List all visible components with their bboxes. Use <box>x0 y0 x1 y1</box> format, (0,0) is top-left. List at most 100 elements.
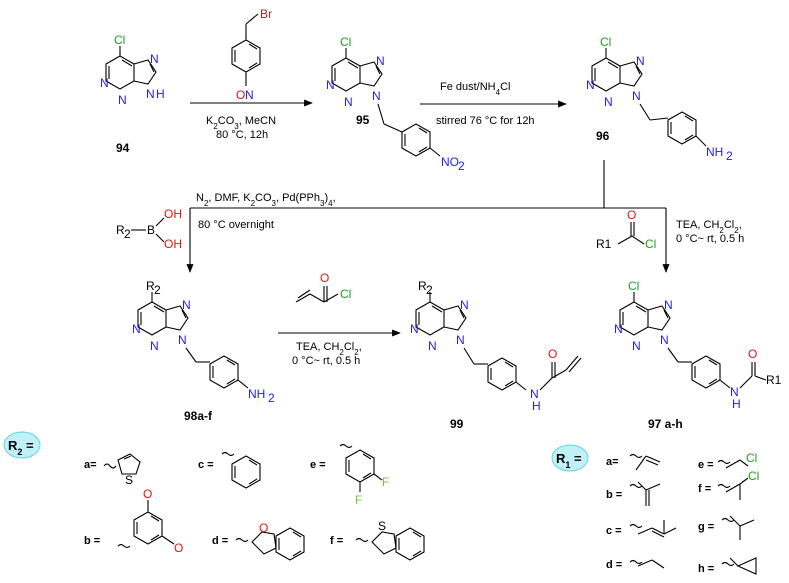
atom-h-amide-97: H <box>732 397 741 411</box>
atom-n-95c: N <box>376 54 385 68</box>
cond-step3-a: N2, DMF, K2CO3, Pd(PPh3)4, <box>196 192 336 208</box>
wavy-bond-icon <box>629 559 643 565</box>
atom-cl-95: Cl <box>340 35 351 49</box>
atom-n-99a: N <box>410 322 419 336</box>
atom-n-98d: N <box>178 333 187 347</box>
wavy-bond-icon <box>117 543 131 549</box>
r2-item-d: d = <box>212 535 228 547</box>
atom-nh2-96: NH <box>706 145 723 159</box>
atom-n-96d: N <box>632 89 641 103</box>
r2-item-b: b = <box>84 535 100 547</box>
atom-n-94a: N <box>100 76 109 90</box>
thiophene-ring-icon <box>117 453 141 475</box>
atom-nh2-96-sub: 2 <box>726 149 733 163</box>
label-94: 94 <box>116 141 130 155</box>
compound-98: R 2 N N N N NH 2 98a-f <box>132 279 275 423</box>
atom-n-98c: N <box>182 298 191 312</box>
atom-n-99d: N <box>456 333 465 347</box>
compound-97: Cl N N N N N H O R1 97 a-h <box>614 279 782 431</box>
compound-99: R 2 N N N N N H O 99 <box>410 279 582 431</box>
r1-item-d: d = <box>606 559 622 571</box>
atom-f-r2e-2: F <box>355 493 362 507</box>
atom-r2-boronic-sub: 2 <box>124 227 131 241</box>
atom-n-95a: N <box>326 78 335 92</box>
atom-n-97a: N <box>614 322 623 336</box>
wavy-bond-icon <box>629 523 643 529</box>
atom-o-amide-99: O <box>548 347 557 361</box>
cond-step2-a: Fe dust/NH4Cl <box>440 81 510 97</box>
wavy-bond-icon <box>235 537 249 543</box>
wavy-bond-icon <box>717 459 731 465</box>
atom-cl-acryl: Cl <box>340 287 351 301</box>
compound-94: Cl N N N N H 94 <box>100 33 165 155</box>
dimethoxyphenyl-ring-icon <box>133 511 163 545</box>
reagent-boronic-acid: R 2 B OH OH <box>116 207 182 251</box>
atom-nh2-98: NH <box>248 387 265 401</box>
wavy-bond-icon <box>103 463 117 469</box>
r1-badge <box>551 444 589 472</box>
r2-item-a: a= <box>84 459 97 471</box>
legend-r1: R1 = a= b = c = d = e = Cl f = <box>551 444 759 575</box>
atom-h-94: H <box>156 87 165 101</box>
atom-n-nitro: NO <box>441 155 459 169</box>
atom-cl-acyl: Cl <box>645 237 656 251</box>
r1-item-b: b = <box>606 489 622 501</box>
reagent-nitrobenzyl-bromide: Br O N <box>231 7 272 102</box>
atom-nitro-sub: 2 <box>458 159 465 173</box>
atom-n-98b: N <box>150 339 159 353</box>
r2-badge <box>3 431 41 459</box>
cond-step2-b: stirred 76 °C for 12h <box>436 115 535 127</box>
benzothiophene-benzene-icon <box>395 527 425 561</box>
atom-f-r2e-1: F <box>382 475 389 489</box>
atom-r1-acyl: R1 <box>596 237 612 251</box>
atom-n-99c: N <box>460 298 469 312</box>
atom-cl-97: Cl <box>628 279 639 293</box>
cond-step5-b: 0 °C~ rt, 0.5 h <box>292 355 360 367</box>
furan-ring-icon <box>251 531 277 555</box>
r2-item-f: f = <box>330 535 343 547</box>
atom-cl-r1f: Cl <box>748 469 759 483</box>
atom-o-acyl: O <box>627 208 636 222</box>
atom-br: Br <box>260 7 272 21</box>
wavy-bond-icon <box>721 561 735 567</box>
atom-o-r2b-1: O <box>143 487 152 501</box>
atom-n-96c: N <box>636 54 645 68</box>
label-97: 97 a-h <box>648 417 683 431</box>
cond-step1-a: K2CO3, MeCN <box>206 115 276 131</box>
cond-step3-b: 80 °C overnight <box>198 219 274 231</box>
atom-n-94d: N <box>146 87 155 101</box>
atom-nh2-98-sub: 2 <box>268 391 275 405</box>
atom-n-amide-99: N <box>530 387 539 401</box>
r1-item-a: a= <box>606 456 619 468</box>
r2-item-c: c = <box>198 459 214 471</box>
label-96: 96 <box>596 129 610 143</box>
label-99: 99 <box>450 417 464 431</box>
r1-item-h: h = <box>698 563 714 575</box>
cond-step1-b: 80 °C, 12h <box>216 129 268 141</box>
wavy-bond-icon <box>629 483 643 489</box>
atom-cl-94: Cl <box>114 33 125 47</box>
r1-item-g: g = <box>698 521 714 533</box>
atom-h-amide-99: H <box>532 399 541 413</box>
phenyl-ring-icon <box>231 455 261 489</box>
atom-b: B <box>147 223 155 237</box>
atom-r2-boronic: R <box>116 223 125 237</box>
wavy-bond-icon <box>629 453 643 459</box>
reagent-acryloyl-chloride: O Cl <box>295 271 351 303</box>
legend-r2: R2 = a= S c = e = F F b = O O d = O <box>3 431 425 561</box>
atom-n-96a: N <box>586 78 595 92</box>
atom-cl-96: Cl <box>600 35 611 49</box>
atom-r2-98-sub: 2 <box>154 283 161 297</box>
atom-n-amide-97: N <box>730 385 739 399</box>
r1-item-f: f = <box>698 483 711 495</box>
wavy-bond-icon <box>339 443 353 449</box>
atom-oh-1: OH <box>164 207 182 221</box>
atom-r2-99: R <box>418 279 427 293</box>
cond-step5-a: TEA, CH2Cl2, <box>296 341 362 357</box>
atom-n-94c: N <box>150 52 159 66</box>
compound-96: Cl N N N N NH 2 96 <box>586 35 733 163</box>
cond-step4-b: 0 °C~ rt, 0.5 h <box>676 233 744 245</box>
atom-n-99b: N <box>428 339 437 353</box>
atom-o-reagent: O <box>236 88 245 102</box>
atom-o-r2d: O <box>259 521 268 535</box>
